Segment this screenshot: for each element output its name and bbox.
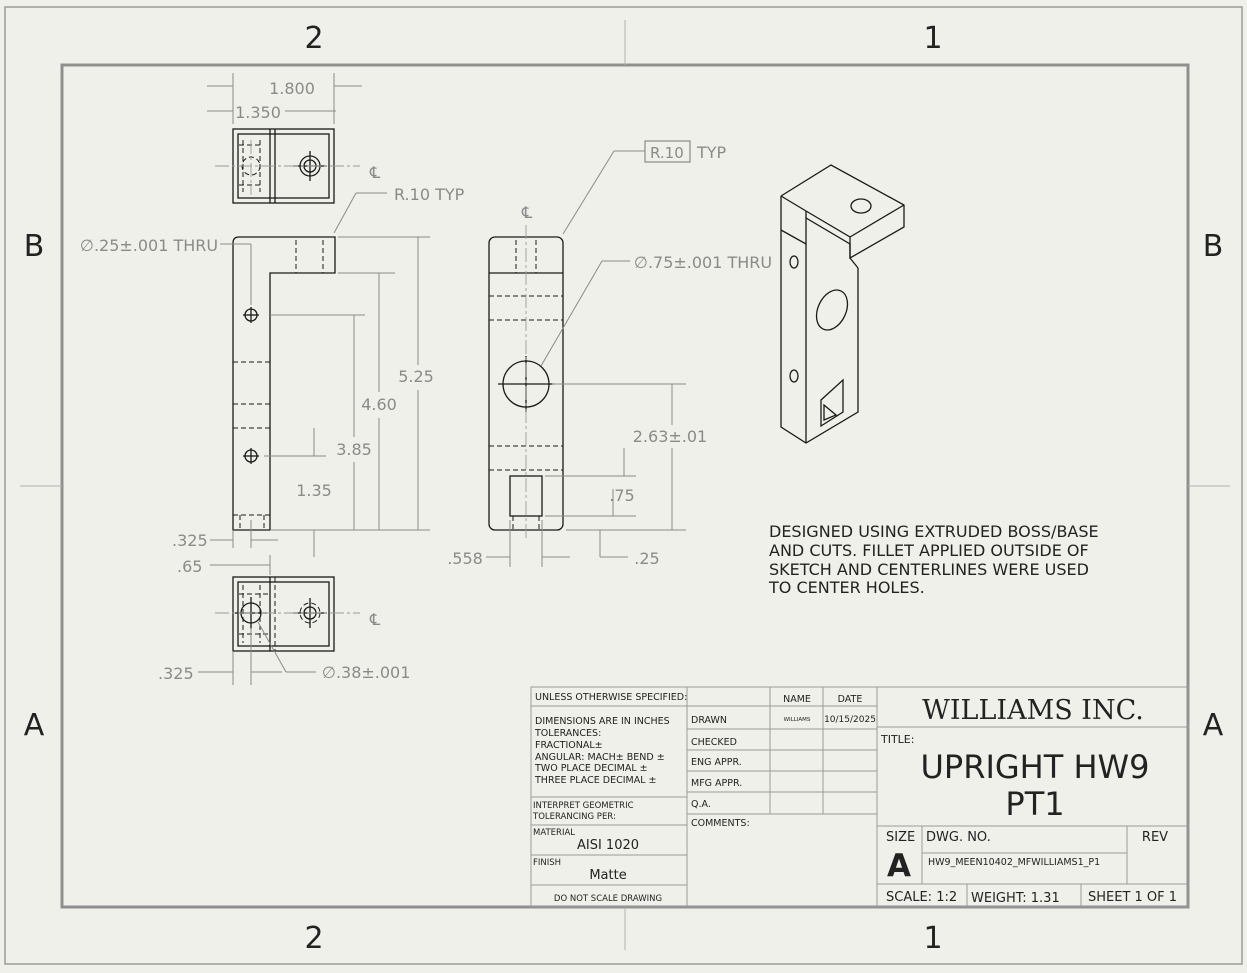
- note-line-1: DESIGNED USING EXTRUDED BOSS/BASE: [769, 522, 1099, 541]
- tb-rev-label: REV: [1142, 830, 1168, 845]
- note-line-4: TO CENTER HOLES.: [768, 578, 925, 597]
- tb-sheet: SHEET 1 OF 1: [1088, 890, 1177, 905]
- tb-qa: Q.A.: [691, 799, 711, 810]
- tb-finish: Matte: [589, 868, 626, 883]
- dim-fillet-side-box: R.10: [650, 144, 684, 162]
- dim-fillet-side-typ: TYP: [696, 143, 727, 162]
- dim-065: .65: [177, 557, 202, 576]
- bottom-view: [198, 576, 360, 685]
- tb-eng-appr: ENG APPR.: [691, 757, 742, 768]
- dim-hole-small: ∅.25±.001 THRU: [80, 236, 218, 255]
- side-view: [488, 225, 564, 540]
- dim-325-b: .325: [158, 664, 194, 683]
- dim-4-60: 4.60: [361, 395, 397, 414]
- dim-side-leaders: [486, 140, 691, 567]
- dim-front-leaders: [210, 192, 430, 575]
- zone-label-top-2: 2: [304, 21, 323, 56]
- tb-angular: ANGULAR: MACH± BEND ±: [535, 752, 665, 763]
- dim-1800: [207, 73, 362, 124]
- tb-fractional: FRACTIONAL±: [535, 740, 603, 751]
- dim-5-25: 5.25: [398, 367, 434, 386]
- zone-label-bottom-2: 2: [304, 921, 323, 956]
- note-line-2: AND CUTS. FILLET APPLIED OUTSIDE OF: [769, 541, 1089, 560]
- tb-company: WILLIAMS INC.: [922, 695, 1144, 726]
- tb-dims-in: DIMENSIONS ARE IN INCHES: [535, 716, 670, 727]
- zone-label-left-a: A: [24, 708, 45, 743]
- isometric-view: [780, 164, 905, 444]
- tb-drawn-date: 10/15/2025: [824, 715, 876, 725]
- tb-do-not-scale: DO NOT SCALE DRAWING: [554, 894, 662, 904]
- centerline-symbol-top: ℄: [369, 163, 381, 182]
- tb-title-line-1: UPRIGHT HW9: [920, 748, 1149, 786]
- tb-size-label: SIZE: [886, 830, 915, 845]
- top-view: [215, 128, 360, 204]
- tb-name-header: NAME: [783, 694, 811, 705]
- dim-2-63: 2.63±.01: [633, 427, 707, 446]
- dim-1-35: 1.35: [296, 481, 332, 500]
- centerline-symbol-bottom: ℄: [369, 610, 381, 629]
- tb-tolerances: TOLERANCES:: [534, 728, 601, 739]
- tb-title-line-2: PT1: [1005, 785, 1064, 823]
- tb-weight: WEIGHT: 1.31: [971, 891, 1060, 906]
- outer-frame: [4, 6, 1243, 965]
- tb-unless: UNLESS OTHERWISE SPECIFIED:: [535, 692, 687, 703]
- dim-558: .558: [447, 549, 483, 568]
- dim-fillet-top: R.10 TYP: [394, 185, 465, 204]
- title-block: [530, 686, 1189, 908]
- tb-comments: COMMENTS:: [691, 818, 750, 829]
- dim-325-a: .325: [172, 531, 208, 550]
- dim-3-85: 3.85: [336, 440, 372, 459]
- tb-date-header: DATE: [838, 694, 863, 705]
- tb-three-place: THREE PLACE DECIMAL ±: [534, 775, 657, 786]
- dim-hole-large: ∅.75±.001 THRU: [634, 253, 772, 272]
- zone-label-top-1: 1: [923, 21, 942, 56]
- tb-mfg-appr: MFG APPR.: [691, 778, 742, 789]
- zone-label-bottom-1: 1: [923, 921, 942, 956]
- zone-label-right-a: A: [1203, 708, 1224, 743]
- tb-dwg-no: HW9_MEEN10402_MFWILLIAMS1_P1: [928, 857, 1100, 868]
- tb-title-label: TITLE:: [880, 733, 914, 746]
- dim-075: .75: [609, 486, 634, 505]
- tb-interpret-1: INTERPRET GEOMETRIC: [533, 801, 634, 811]
- tb-interpret-2: TOLERANCING PER:: [532, 812, 616, 822]
- tb-checked: CHECKED: [691, 737, 737, 748]
- centerline-symbol-side: ℄: [521, 203, 533, 222]
- tb-drawn: DRAWN: [691, 715, 727, 726]
- dim-hole-38: ∅.38±.001: [322, 663, 410, 682]
- zone-label-right-b: B: [1203, 229, 1224, 264]
- dim-top-offset: 1.350: [235, 103, 281, 122]
- zone-label-left-b: B: [24, 229, 45, 264]
- front-view: [232, 236, 336, 531]
- tb-material: AISI 1020: [577, 838, 639, 853]
- note-line-3: SKETCH AND CENTERLINES WERE USED: [769, 560, 1089, 579]
- tb-size: A: [887, 848, 911, 884]
- tb-finish-label: FINISH: [533, 858, 561, 868]
- tb-scale: SCALE: 1:2: [886, 890, 957, 905]
- tb-drawn-name: WILLIAMS: [784, 717, 811, 723]
- dim-top-width: 1.800: [269, 79, 315, 98]
- tb-two-place: TWO PLACE DECIMAL ±: [534, 763, 648, 774]
- tb-material-label: MATERIAL: [533, 828, 575, 838]
- tb-dwg-no-label: DWG. NO.: [926, 830, 991, 845]
- dim-025: .25: [634, 549, 659, 568]
